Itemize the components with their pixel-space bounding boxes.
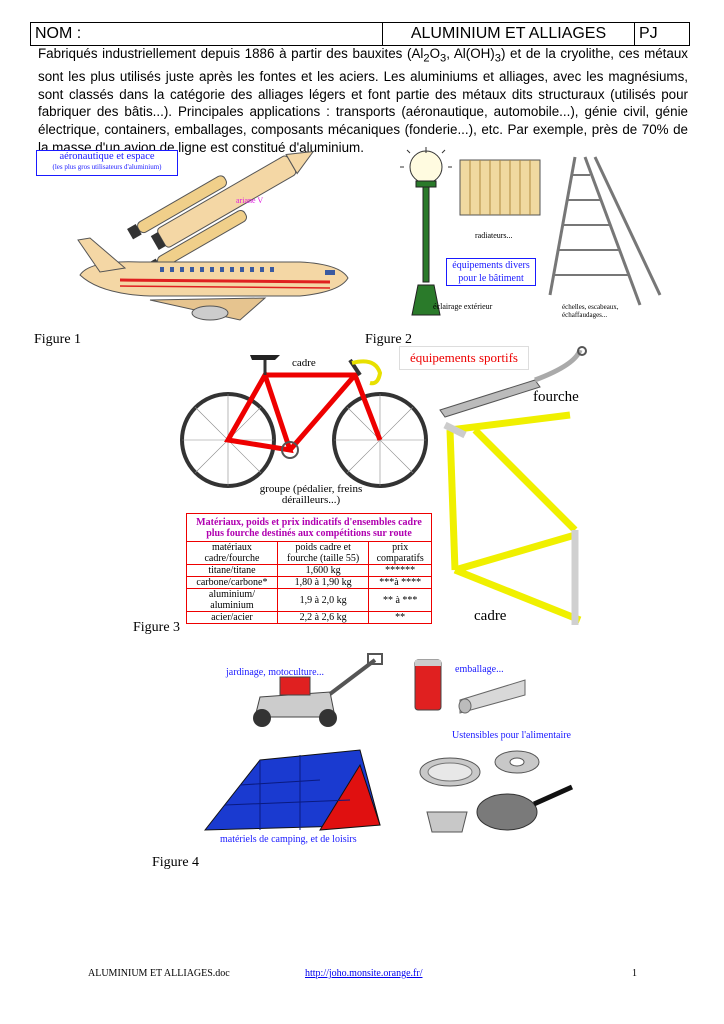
table-cell: 1,600 kg [276,564,370,577]
bundt-pan-icon [494,750,540,774]
aero-box: aéronautique et espace (les plus gros ut… [36,150,178,176]
groupset-label-2: dérailleurs...) [281,494,341,506]
subscript: 3 [440,52,447,65]
table-cell: titane/titane [186,564,278,577]
airplane-icon [77,237,349,321]
table-cell: ** [368,611,432,624]
table-header: matériaux cadre/fourche [186,541,278,565]
lawnmower-illustration [253,653,383,727]
tart-pan-icon [419,757,481,787]
page-number: 1 [632,968,637,979]
packaging-illustration [414,659,526,714]
table-cell: carbone/carbone* [186,576,278,589]
figure-1-caption: Figure 1 [34,332,82,347]
table-row: aluminium/ aluminium 1,9 à 2,0 kg ** à *… [186,588,432,612]
table-cell: ****** [368,564,432,577]
table-header-row: matériaux cadre/fourche poids cadre et f… [186,541,432,565]
bike-frame-label: cadre [292,357,316,369]
table-cell: ***à **** [368,576,432,589]
table-row: carbone/carbone* 1,80 à 1,90 kg ***à ***… [186,576,432,589]
table-cell: ** à *** [368,588,432,612]
figure-2-caption: Figure 2 [365,332,413,347]
table-caption-1: Matériaux, poids et prix indicatifs d'en… [196,517,422,528]
building-box: équipements divers pour le bâtiment [446,258,536,286]
page-title: ALUMINIUM ET ALLIAGES [383,23,635,45]
header-bar: NOM : ALUMINIUM ET ALLIAGES PJ [30,22,690,46]
ladder-label: échelles, escabeaux, échaffaudages... [562,303,619,319]
camping-label: matériels de camping, et de loisirs [220,834,357,845]
table-row: titane/titane 1,600 kg ****** [186,564,432,577]
subscript: 3 [494,52,501,65]
frying-pan-icon [476,784,574,831]
groupset-label: groupe (pédalier, freins dérailleurs...) [250,484,372,506]
aero-box-subtitle: (les plus gros utilisateurs d'aluminium) [52,163,162,171]
table-caption: Matériaux, poids et prix indicatifs d'en… [187,514,432,542]
cookware-illustration [419,750,574,833]
code-field: PJ [639,25,658,42]
subscript: 2 [423,52,430,65]
bicycle-icon [180,355,428,488]
garden-label: jardinage, motoculture... [226,667,325,678]
foil-roll-icon [458,679,526,714]
radiator-icon [459,159,541,216]
footer-doc-name: ALUMINIUM ET ALLIAGES.doc [88,968,230,979]
rocket-label: ariane V [236,196,264,205]
intro-text-3: , Al(OH) [446,46,495,61]
fork-label: fourche [533,389,579,405]
building-box-line2: pour le bâtiment [458,273,524,284]
table-header: prix comparatifs [368,541,432,565]
groupset-label-1: groupe (pédalier, freins [259,483,363,495]
table-cell: 1,80 à 1,90 kg [276,576,370,589]
intro-text-4: ) et de la cryolithe, ces métaux sont le… [38,46,688,155]
street-lamp-icon [400,147,452,316]
table-cell: 2,2 à 2,6 kg [276,611,370,624]
figure-4-caption: Figure 4 [152,855,200,870]
packaging-label: emballage... [455,664,504,675]
lamp-label: éclairage extérieur [433,302,493,311]
loaf-pan-icon [426,811,468,833]
aero-box-title: aéronautique et espace [59,151,155,162]
bicycle-illustration [180,355,428,488]
figure-3-caption: Figure 3 [133,620,181,635]
tent-illustration [203,749,381,831]
tent-icon [203,749,381,831]
lawnmower-icon [253,653,383,727]
table-header: poids cadre et fourche (taille 55) [276,541,370,565]
ladder-label-2: échaffaudages... [562,311,608,319]
name-field-label: NOM : [31,23,383,45]
footer-link[interactable]: http://joho.monsite.orange.fr/ [305,968,423,979]
table-row: acier/acier 2,2 à 2,6 kg ** [186,611,432,624]
ladder-icon [548,156,662,306]
frame-icon [443,411,582,625]
sport-equipment-box: équipements sportifs [399,346,529,370]
building-box-line1: équipements divers [452,260,530,271]
frame-comparison-table: Matériaux, poids et prix indicatifs d'en… [186,513,432,624]
intro-text-2: O [429,46,440,61]
ladder-label-1: échelles, escabeaux, [562,303,619,311]
radiator-label: radiateurs... [475,231,513,240]
aerospace-illustration [77,150,349,321]
frame-fork-illustration [439,346,587,625]
table-cell: aluminium/ aluminium [186,588,278,612]
rocket-icon [127,150,315,275]
building-equipment-illustration [400,147,662,316]
frame-label: cadre [474,608,507,624]
table-cell: 1,9 à 2,0 kg [276,588,370,612]
fork-icon [439,346,587,418]
table-cell: acier/acier [186,611,278,624]
intro-paragraph: Fabriqués industriellement depuis 1886 à… [38,45,688,156]
intro-text-1: Fabriqués industriellement depuis 1886 à… [38,46,424,61]
table-caption-2: plus fourche destinés aux compétitions s… [206,528,412,539]
kitchen-label: Ustensibles pour l'alimentaire [452,730,571,741]
can-icon [414,659,442,711]
